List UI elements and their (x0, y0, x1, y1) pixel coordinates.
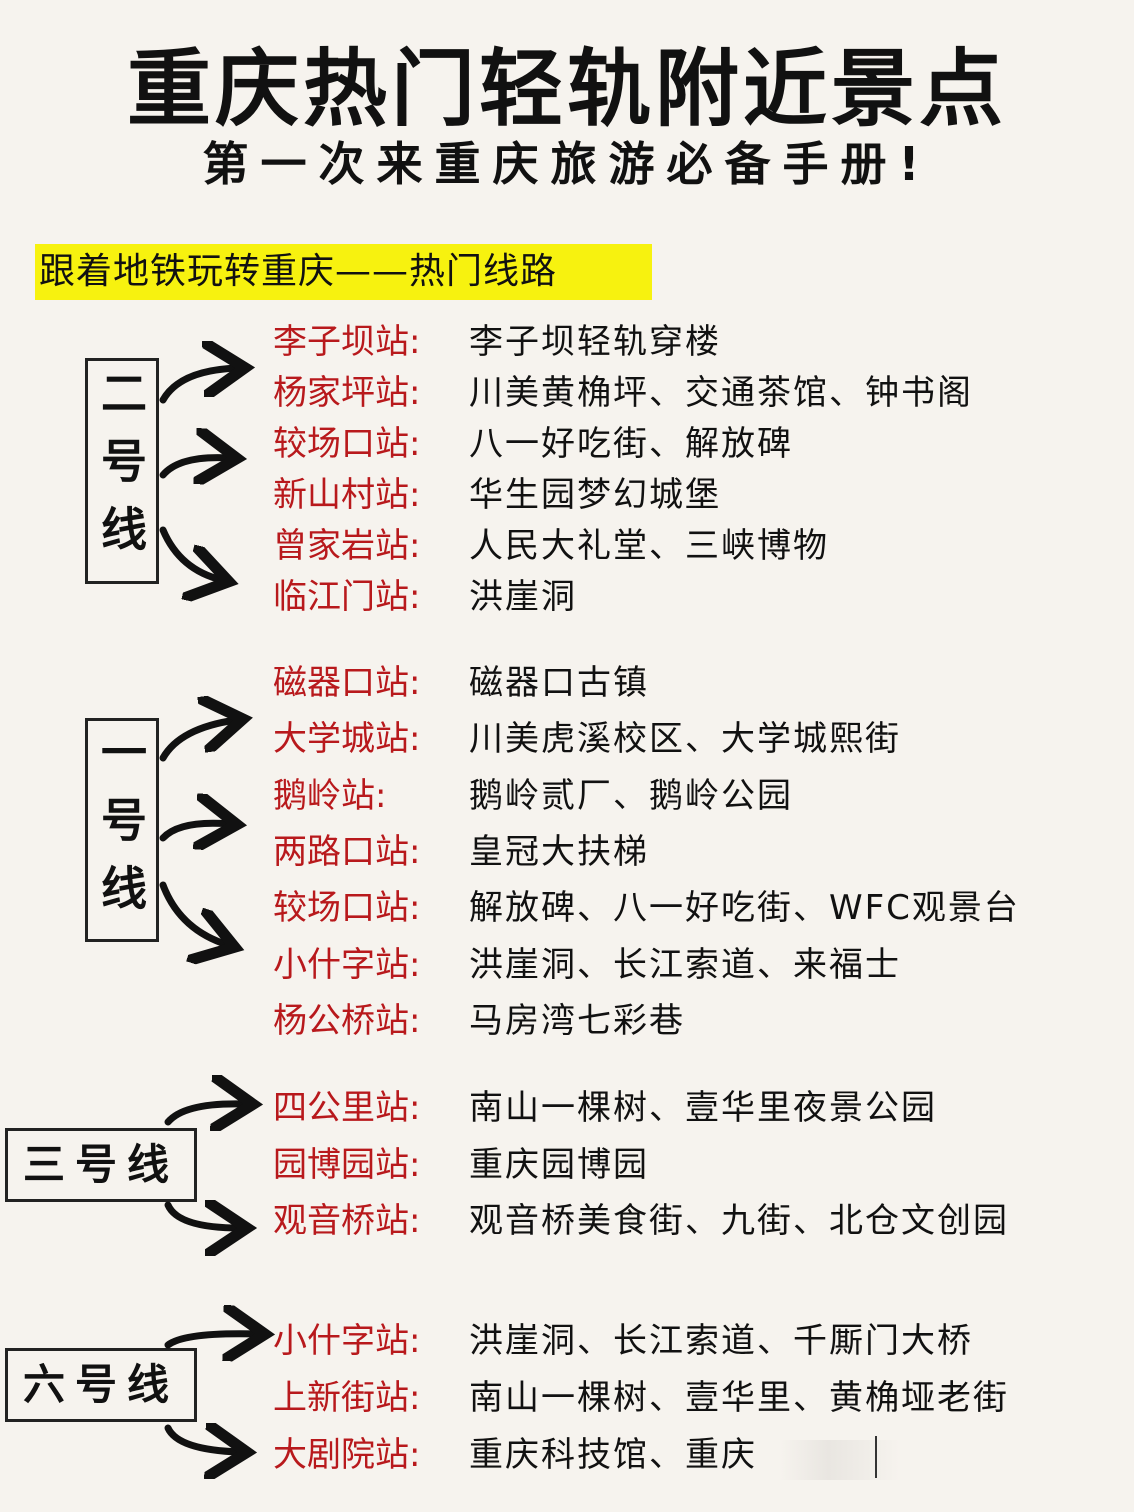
line-label-1: 一号线 (85, 718, 159, 942)
station-name: 较场口站: (273, 888, 421, 929)
station-name: 杨家坪站: (273, 373, 421, 413)
line-label-2: 二号线 (85, 358, 159, 584)
station-name: 两路口站: (273, 831, 421, 872)
station-row: 杨家坪站: 川美黄桷坪、交通茶馆、钟书阁 (273, 368, 973, 418)
station-row: 新山村站: 华生园梦幻城堡 (273, 470, 721, 520)
attractions: 华生园梦幻城堡 (469, 475, 721, 515)
arrow-icon (159, 720, 236, 762)
arrow-icon (159, 823, 230, 838)
station-name: 李子坝站: (273, 322, 421, 362)
station-name: 大学城站: (273, 719, 421, 760)
station-row: 大学城站: 川美虎溪校区、大学城熙街 (273, 714, 901, 764)
arrow-icon (164, 1428, 240, 1452)
station-row: 鹅岭站: 鹅岭贰厂、鹅岭公园 (273, 771, 793, 821)
station-name: 新山村站: (273, 475, 421, 515)
station-row: 大剧院站: 重庆科技馆、重庆 (273, 1430, 757, 1480)
arrow-icon (164, 1205, 240, 1228)
section-banner: 跟着地铁玩转重庆——热门线路 (35, 244, 652, 300)
station-row: 较场口站: 解放碑、八一好吃街、WFC观景台 (273, 883, 1020, 933)
station-name: 较场口站: (273, 424, 421, 464)
attractions: 解放碑、八一好吃街、WFC观景台 (469, 888, 1020, 929)
station-row: 曾家岩站: 人民大礼堂、三峡博物 (273, 521, 829, 571)
station-name: 临江门站: (273, 577, 421, 617)
attractions: 马房湾七彩巷 (469, 1000, 685, 1041)
arrow-icon (164, 1104, 246, 1122)
attractions: 磁器口古镇 (469, 663, 649, 703)
line-label-6: 六号线 (5, 1348, 197, 1422)
arrow-icon (159, 881, 228, 945)
attractions: 八一好吃街、解放碑 (469, 424, 793, 464)
station-name: 磁器口站: (273, 663, 421, 703)
station-name: 杨公桥站: (273, 1000, 421, 1041)
attractions: 洪崖洞 (469, 577, 577, 617)
station-row: 四公里站: 南山一棵树、壹华里夜景公园 (273, 1083, 937, 1133)
station-name: 小什字站: (273, 1321, 421, 1361)
station-row: 园博园站: 重庆园博园 (273, 1140, 649, 1190)
attractions: 观音桥美食街、九街、北仓文创园 (469, 1201, 1009, 1241)
station-name: 大剧院站: (273, 1435, 421, 1475)
page-title: 重庆热门轻轨附近景点 (126, 40, 1007, 138)
attractions: 人民大礼堂、三峡博物 (469, 526, 829, 566)
station-row: 小什字站: 洪崖洞、长江索道、来福士 (273, 940, 901, 990)
station-row: 磁器口站: 磁器口古镇 (273, 658, 649, 708)
arrow-icon (159, 458, 230, 475)
arrow-icon (159, 368, 238, 404)
station-row: 杨公桥站: 马房湾七彩巷 (273, 996, 685, 1046)
station-name: 鹅岭站: (273, 775, 387, 816)
line-label-3: 三号线 (5, 1128, 197, 1202)
station-name: 观音桥站: (273, 1201, 421, 1241)
attractions: 洪崖洞、长江索道、来福士 (469, 944, 901, 985)
attractions: 川美虎溪校区、大学城熙街 (469, 719, 901, 760)
station-row: 较场口站: 八一好吃街、解放碑 (273, 419, 793, 469)
attractions: 鹅岭贰厂、鹅岭公园 (469, 775, 793, 816)
attractions: 重庆园博园 (469, 1144, 649, 1185)
station-name: 园博园站: (273, 1144, 421, 1185)
attractions: 重庆科技馆、重庆 (469, 1435, 757, 1475)
page-subtitle: 第一次来重庆旅游必备手册! (202, 137, 932, 191)
station-name: 四公里站: (273, 1088, 421, 1128)
station-name: 小什字站: (273, 944, 421, 985)
attractions: 川美黄桷坪、交通茶馆、钟书阁 (469, 373, 973, 413)
faded-overlay (780, 1440, 900, 1480)
station-row: 两路口站: 皇冠大扶梯 (273, 827, 649, 877)
attractions: 南山一棵树、壹华里、黄桷垭老街 (469, 1378, 1009, 1418)
attractions: 洪崖洞、长江索道、千厮门大桥 (469, 1321, 973, 1361)
attractions: 南山一棵树、壹华里夜景公园 (469, 1088, 937, 1128)
attractions: 皇冠大扶梯 (469, 831, 649, 872)
station-name: 上新街站: (273, 1378, 421, 1418)
arrow-icon (164, 1334, 258, 1345)
station-row: 小什字站: 洪崖洞、长江索道、千厮门大桥 (273, 1316, 973, 1366)
station-row: 李子坝站: 李子坝轻轨穿楼 (273, 317, 721, 367)
station-row: 临江门站: 洪崖洞 (273, 572, 577, 622)
station-row: 观音桥站: 观音桥美食街、九街、北仓文创园 (273, 1196, 1009, 1246)
station-name: 曾家岩站: (273, 526, 421, 566)
station-row: 上新街站: 南山一棵树、壹华里、黄桷垭老街 (273, 1373, 1009, 1423)
attractions: 李子坝轻轨穿楼 (469, 322, 721, 362)
text-cursor (875, 1436, 877, 1478)
arrow-icon (159, 526, 222, 580)
